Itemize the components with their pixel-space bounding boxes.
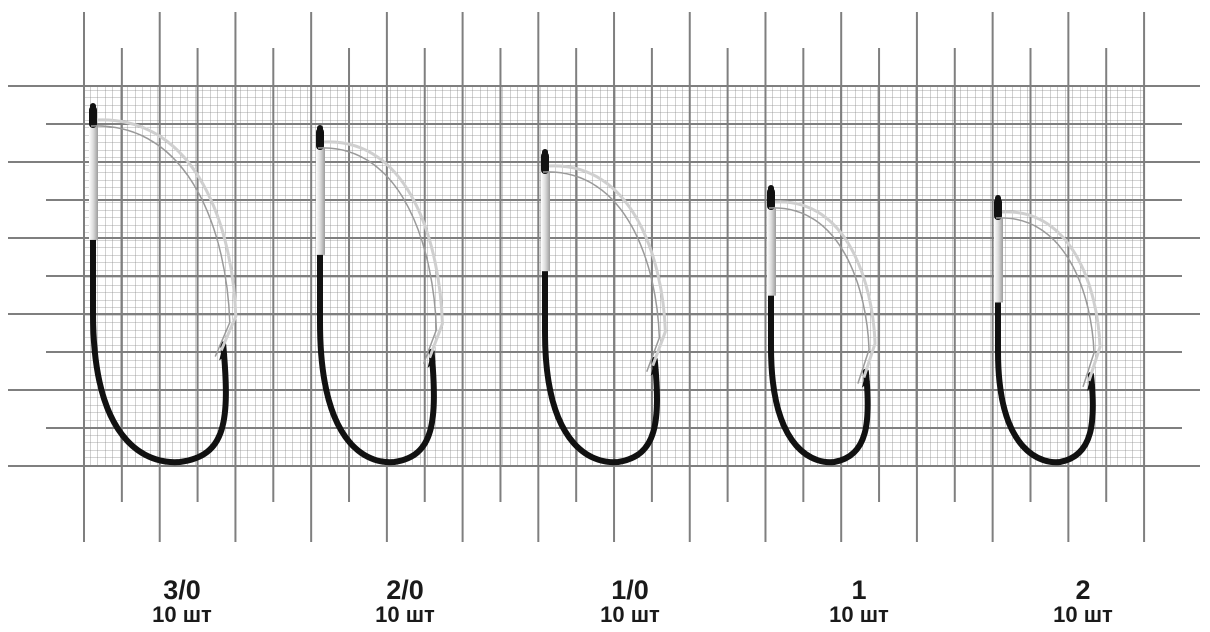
hook-weedguard-shadow: [995, 217, 1095, 388]
hook-label-3: 1/0 10 шт: [560, 577, 700, 626]
hook-weedguard: [1001, 210, 1102, 382]
fishing-hook-1: [89, 103, 238, 466]
hook-barb: [219, 344, 228, 361]
hook-barb: [1087, 374, 1095, 391]
hook-quantity: 10 шт: [375, 602, 435, 627]
hook-quantity: 10 шт: [829, 602, 889, 627]
hook-barb: [650, 359, 659, 376]
hook-size: 1: [851, 575, 867, 605]
hooks-layer: [89, 103, 1102, 466]
hook-weedguard: [548, 164, 667, 367]
hook-quantity: 10 шт: [152, 602, 212, 627]
hook-shank-shine: [541, 172, 550, 272]
hook-weedguard-shadow: [768, 207, 870, 384]
hook-size: 3/0: [163, 575, 201, 605]
fishing-hook-4: [767, 185, 877, 466]
hook-quantity: 10 шт: [1053, 602, 1113, 627]
hook-shank-shine: [316, 148, 325, 255]
hook-label-1: 3/0 10 шт: [112, 577, 252, 626]
hook-weedguard-shadow: [542, 171, 661, 372]
hook-weedguard: [96, 118, 238, 352]
hook-barb: [861, 371, 870, 388]
hook-eye: [89, 106, 97, 128]
major-grid: [8, 12, 1200, 542]
hook-body: [995, 195, 1096, 466]
hook-size: 1/0: [611, 575, 649, 605]
hook-weedguard: [323, 140, 444, 359]
hook-quantity: 10 шт: [600, 602, 660, 627]
fishing-hook-2: [316, 125, 444, 466]
hook-weedguard: [774, 200, 877, 379]
fishing-hook-3: [541, 149, 667, 466]
hook-size: 2: [1075, 575, 1091, 605]
hook-size: 2/0: [386, 575, 424, 605]
hook-weedguard-shadow: [317, 147, 438, 365]
hook-barb: [427, 351, 436, 368]
hook-eye: [994, 198, 1002, 220]
hook-eye: [767, 188, 775, 210]
fishing-hook-5: [994, 195, 1102, 466]
hook-shank-shine: [994, 218, 1003, 303]
hook-weedguard-shadow: [90, 125, 231, 357]
hook-label-4: 1 10 шт: [789, 577, 929, 626]
hook-shank-shine: [89, 126, 98, 240]
hook-body: [317, 125, 437, 466]
hook-body: [90, 103, 229, 466]
hook-eye: [541, 152, 549, 174]
hook-shank-shine: [767, 208, 776, 296]
hook-eye: [316, 128, 324, 150]
hook-label-2: 2/0 10 шт: [335, 577, 475, 626]
hook-body: [542, 149, 660, 466]
hook-label-5: 2 10 шт: [1013, 577, 1153, 626]
hook-body: [768, 185, 871, 466]
